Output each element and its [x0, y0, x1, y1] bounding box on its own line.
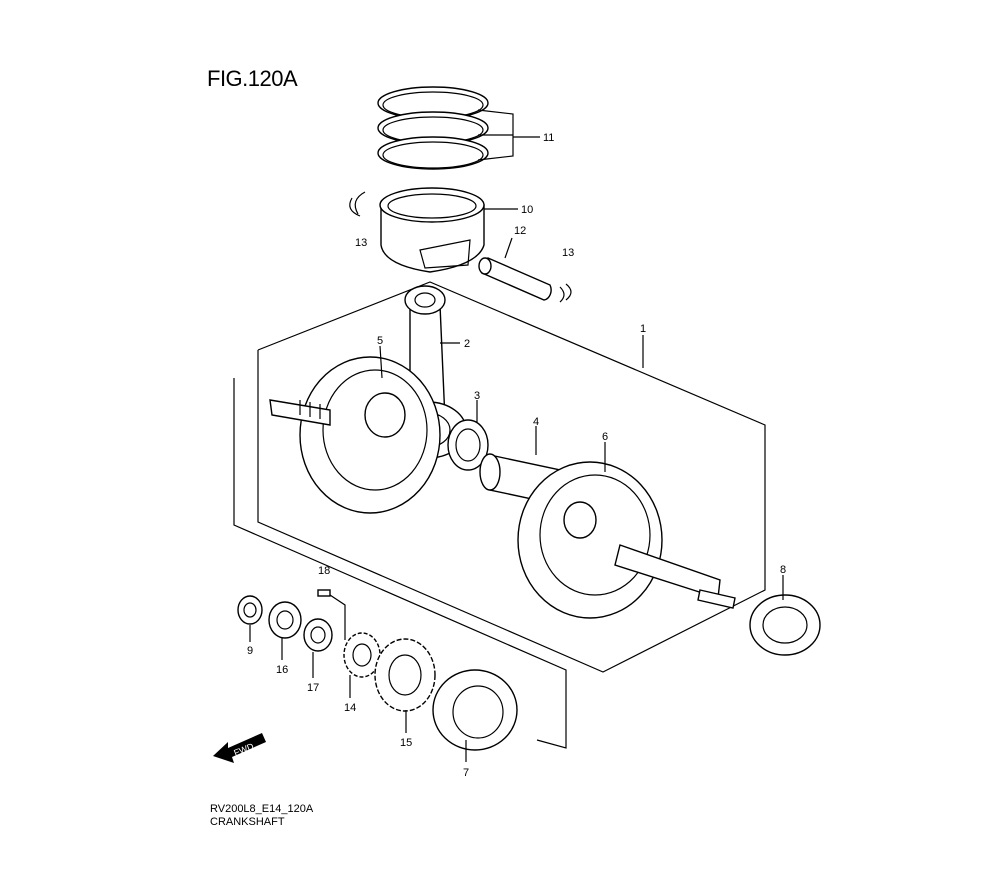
figure-title: FIG.120A — [207, 66, 298, 91]
callout-12: 12 — [514, 225, 526, 237]
gear — [343, 632, 381, 698]
circlip-left — [349, 191, 366, 217]
callout-9: 9 — [247, 645, 253, 657]
diagram-code: RV200L8_E14_120A — [210, 803, 314, 815]
key — [317, 589, 346, 640]
needle-bearing — [447, 400, 489, 471]
callout-15: 15 — [400, 737, 412, 749]
callout-8: 8 — [780, 564, 786, 576]
callout-18: 18 — [318, 565, 330, 577]
callout-1: 1 — [640, 323, 646, 335]
callout-16: 16 — [276, 664, 288, 676]
crank-web-left — [269, 345, 441, 514]
primary-drive-gear — [374, 638, 436, 733]
diagram-caption: CRANKSHAFT — [210, 816, 285, 828]
assembly-box — [233, 281, 766, 749]
callout-11: 11 — [543, 132, 554, 144]
piston-rings — [377, 86, 540, 170]
crank-web-right — [517, 442, 736, 619]
fwd-arrow: FWD — [213, 733, 266, 763]
bearing-right — [749, 575, 821, 656]
piston — [379, 187, 518, 273]
callout-6: 6 — [602, 431, 608, 443]
callout-13-right: 13 — [562, 247, 574, 259]
callout-14: 14 — [344, 702, 356, 714]
callout-labels: 1 2 3 4 5 6 7 8 9 10 11 12 13 13 14 15 1… — [247, 132, 786, 779]
svg-text:FWD: FWD — [232, 741, 255, 758]
callout-13-left: 13 — [355, 237, 367, 249]
callout-4: 4 — [533, 416, 539, 428]
callout-7: 7 — [463, 767, 469, 779]
oil-seal — [237, 595, 263, 642]
circlip-right — [559, 283, 572, 303]
washer — [303, 618, 333, 678]
callout-3: 3 — [474, 390, 480, 402]
spacer — [268, 601, 302, 660]
callout-10: 10 — [521, 204, 533, 216]
callout-5: 5 — [377, 335, 383, 347]
callout-17: 17 — [307, 682, 319, 694]
piston-pin — [478, 237, 552, 301]
bearing-left — [432, 669, 518, 762]
callout-2: 2 — [464, 338, 470, 350]
